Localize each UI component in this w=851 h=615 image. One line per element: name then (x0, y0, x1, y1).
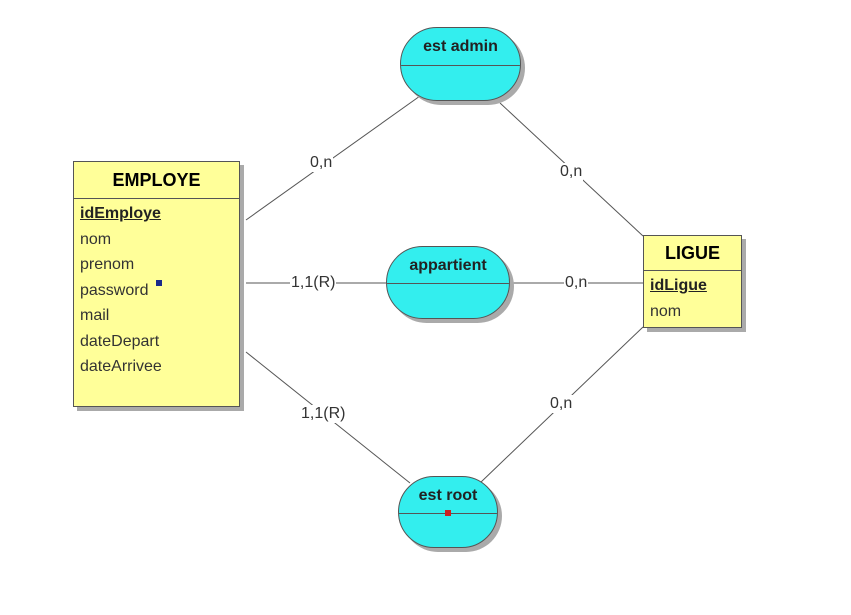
attribute: nom (650, 302, 682, 320)
cardinality-appartient-ligue: 0,n (564, 274, 589, 292)
selection-marker (156, 280, 162, 286)
attribute: mail (80, 307, 110, 324)
association-appartient[interactable]: appartient (386, 246, 510, 319)
entity-title: EMPLOYE (74, 162, 239, 199)
association-est-admin[interactable]: est admin (400, 27, 521, 101)
cardinality-est-admin-employe: 0,n (309, 154, 334, 172)
cardinality-est-admin-ligue: 0,n (559, 163, 584, 181)
attribute: dateArrivee (80, 358, 162, 375)
association-name: appartient (387, 247, 509, 284)
cardinality-est-root-ligue: 0,n (549, 395, 574, 413)
attribute: nom (80, 230, 112, 248)
attribute: password (80, 281, 149, 299)
entity-title: LIGUE (644, 236, 741, 271)
association-est-root[interactable]: est root (398, 476, 498, 548)
cardinality-est-root-employe: 1,1(R) (300, 405, 347, 423)
selection-marker (445, 510, 451, 516)
association-name: est admin (401, 28, 520, 66)
attribute: prenom (80, 256, 135, 273)
cardinality-appartient-employe: 1,1(R) (290, 274, 337, 292)
entity-employe[interactable]: EMPLOYE idEmploye nom prenom password ma… (73, 161, 240, 407)
association-name: est root (399, 477, 497, 514)
attribute-key: idLigue (650, 277, 707, 294)
entity-ligue[interactable]: LIGUE idLigue nom (643, 235, 742, 328)
attribute: dateDepart (80, 332, 160, 350)
attribute-key: idEmploye (80, 205, 161, 222)
